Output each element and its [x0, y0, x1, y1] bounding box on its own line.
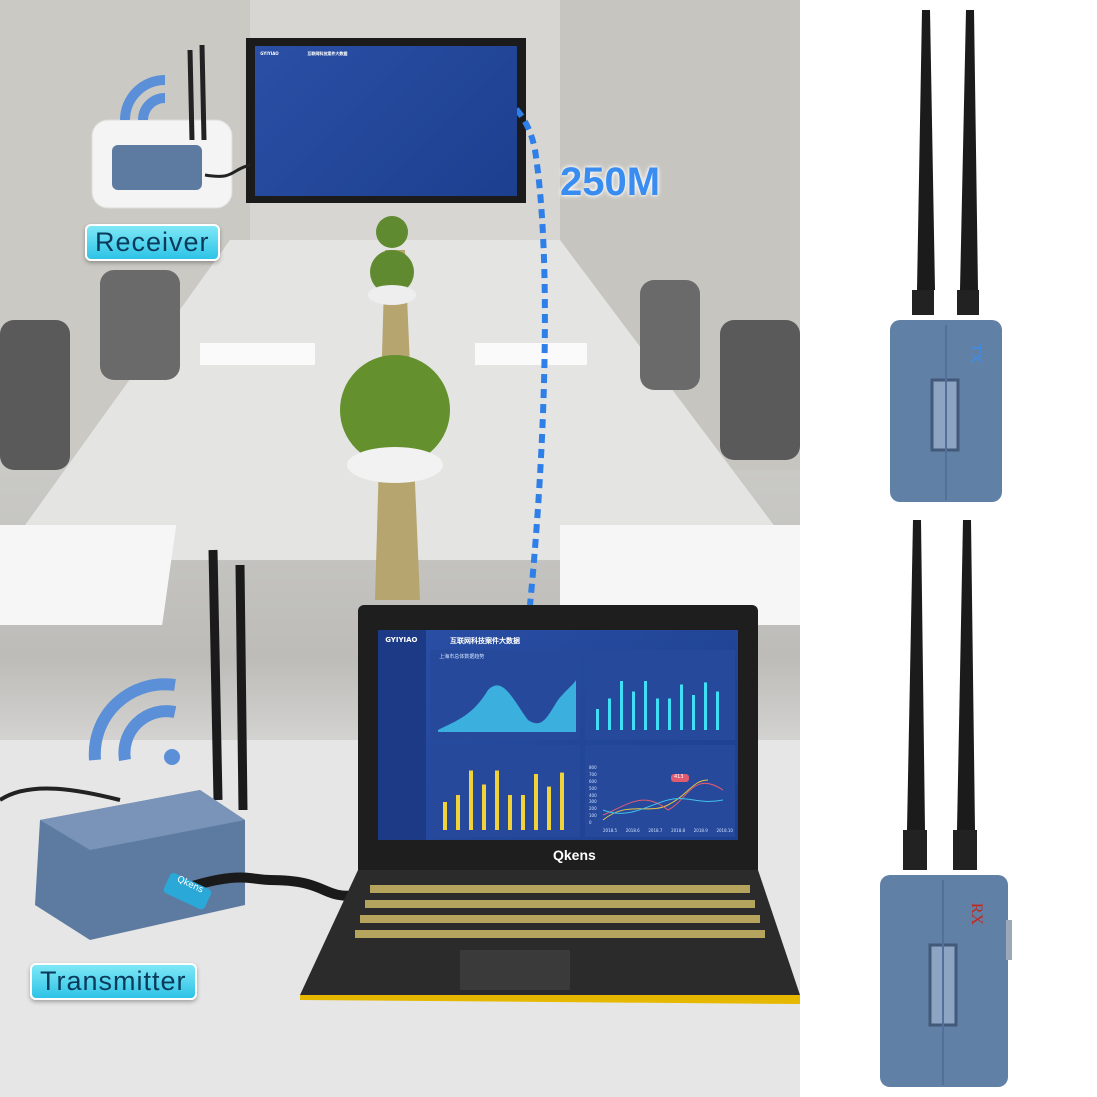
touchpad [460, 950, 570, 990]
chair [720, 320, 800, 460]
bar [608, 698, 611, 730]
antenna [917, 10, 935, 290]
y-tick-label: 800 [589, 765, 597, 770]
bar [704, 682, 707, 730]
wifi-icon [88, 678, 177, 761]
antenna [907, 520, 925, 830]
bar [716, 691, 719, 730]
range-label: 250M [560, 160, 661, 204]
y-tick-label: 600 [589, 778, 597, 784]
chair [0, 320, 70, 470]
bar [456, 795, 460, 830]
panel-title: 上海市总体数据趋势 [439, 654, 485, 661]
bar [469, 770, 473, 830]
x-tick-label: 2018.7 [648, 828, 663, 833]
bar [680, 684, 683, 730]
x-tick-label: 2018.5 [603, 828, 617, 833]
y-tick-label: 100 [589, 813, 597, 819]
product-panel: TX RX [800, 0, 1097, 1097]
wifi-icon [120, 75, 166, 121]
bar [596, 709, 599, 730]
bar [534, 774, 538, 830]
antenna [957, 520, 975, 830]
rx-label: RX [968, 902, 986, 926]
bar [521, 795, 525, 830]
rx-device [880, 520, 1012, 1087]
laptop-dashboard: GYIYIAO 互联网科技案件大数据 上海市总体数据趋势 413 2018.5 2… [378, 630, 738, 840]
bar [560, 772, 564, 830]
tv-dashboard: GYIYIAO 互联网科技案件大数据 [255, 46, 517, 196]
transmitter-label: Transmitter [30, 963, 197, 1000]
badge-value: 413 [674, 774, 684, 780]
bar [620, 681, 623, 730]
y-tick-label: 200 [589, 806, 597, 812]
y-tick-label: 400 [589, 792, 597, 798]
bar [692, 695, 695, 730]
receiver-label: Receiver [85, 224, 220, 261]
y-tick-label: 0 [589, 820, 592, 825]
laptop-brand-logo: Qkens [553, 847, 596, 863]
y-tick-label: 300 [589, 799, 597, 805]
plant [370, 250, 414, 294]
x-tick-label: 2018.9 [693, 828, 708, 833]
chair [100, 270, 180, 380]
antenna [960, 10, 978, 290]
tx-label: TX [967, 343, 984, 364]
x-tick-label: 2018.10 [716, 828, 733, 833]
receiver-device [112, 145, 202, 190]
tx-device [890, 10, 1002, 502]
x-tick-label: 2018.6 [625, 828, 640, 833]
bar [508, 795, 512, 830]
bar [656, 698, 659, 730]
y-tick-label: 500 [589, 785, 597, 791]
plant [340, 355, 450, 465]
bar [644, 681, 647, 730]
dashboard-brand: GYIYIAO [385, 636, 418, 645]
dashboard-title: 互联网科技案件大数据 [450, 637, 520, 646]
dashboard-charts [378, 630, 735, 840]
hdmi-cable [178, 872, 361, 901]
bar [632, 691, 635, 730]
bar [443, 802, 447, 830]
bar [668, 698, 671, 730]
bar [495, 770, 499, 830]
chair [640, 280, 700, 390]
plant [376, 216, 408, 248]
x-tick-label: 2018.8 [671, 828, 686, 833]
bar [547, 786, 551, 830]
conference-room-scene: GYIYIAO 互联网科技案件大数据 GYIYIAO 互联网科技案件大数据 上海… [0, 0, 800, 1097]
bar [482, 784, 486, 830]
y-tick-label: 700 [589, 771, 597, 777]
